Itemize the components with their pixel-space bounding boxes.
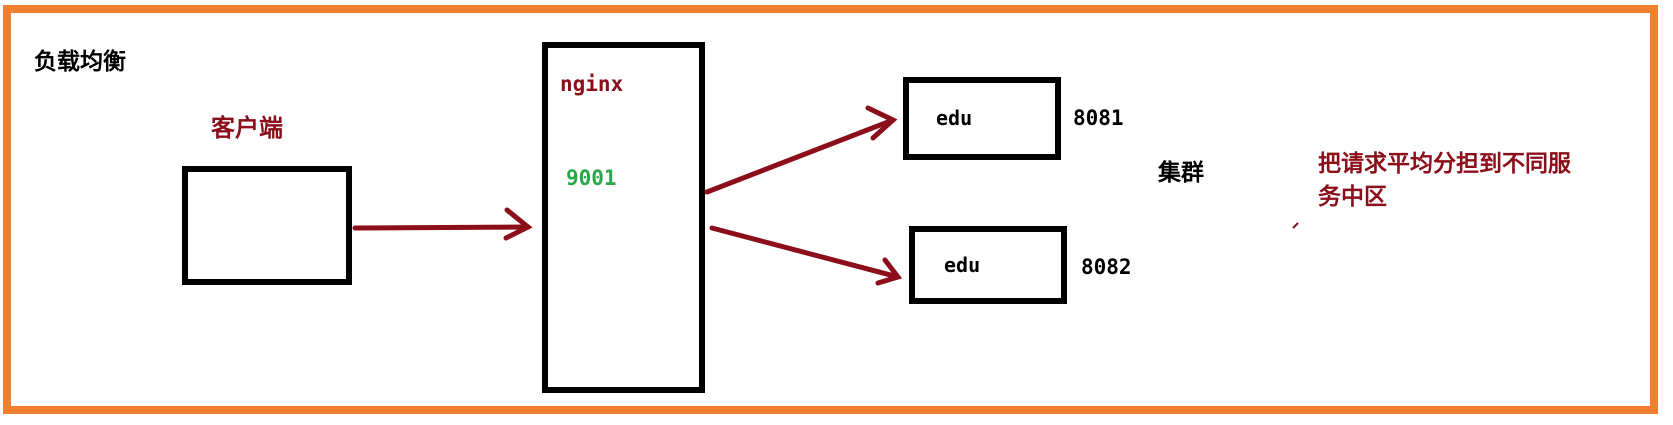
- server-box-1: [903, 77, 1061, 160]
- server-box-2: [909, 226, 1067, 304]
- server-2-port: 8082: [1081, 255, 1132, 279]
- server-1-port: 8081: [1073, 106, 1124, 130]
- nginx-label: nginx: [560, 72, 624, 96]
- load-balance-note: 把请求平均分担到不同服务中区: [1318, 151, 1571, 210]
- cluster-label: 集群: [1158, 160, 1204, 186]
- arrow-nginx-to-server-1: [704, 105, 898, 195]
- arrow-client-to-nginx: [352, 207, 533, 241]
- arrow-nginx-to-server-2: [709, 225, 903, 286]
- client-label: 客户端: [211, 114, 283, 142]
- stray-mark: [1292, 222, 1299, 229]
- nginx-port: 9001: [566, 166, 617, 190]
- server-2-label: edu: [944, 253, 981, 277]
- nginx-box: [542, 42, 705, 393]
- diagram-title: 负载均衡: [34, 49, 126, 75]
- server-1-label: edu: [936, 106, 973, 130]
- diagram-frame: [3, 5, 1658, 414]
- client-box: [182, 166, 352, 285]
